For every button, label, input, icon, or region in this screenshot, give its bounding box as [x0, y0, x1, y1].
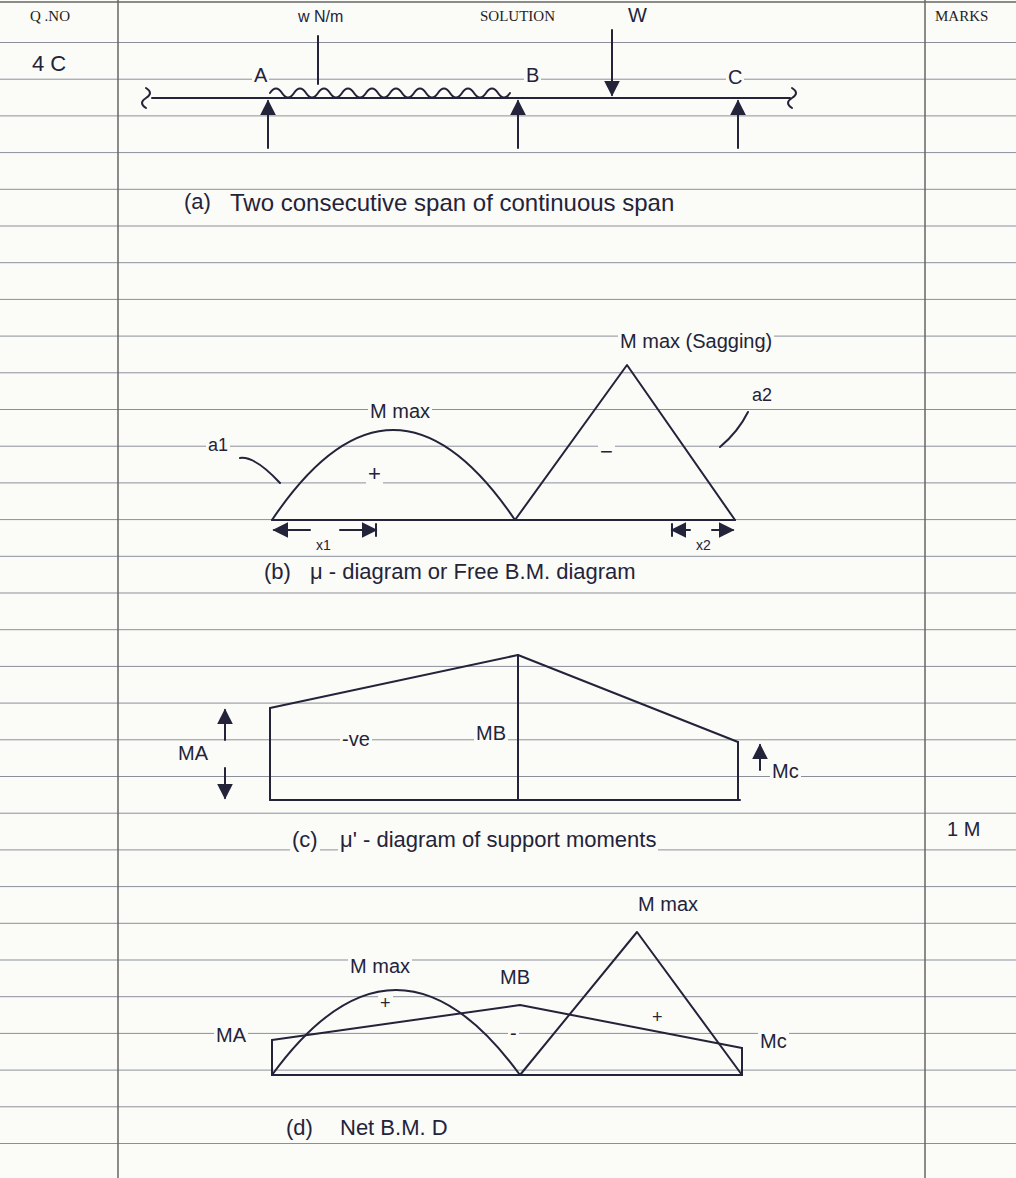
- moment-label: M max: [348, 955, 412, 977]
- header-cell: SOLUTION: [478, 8, 557, 25]
- sign-mark: -: [508, 1022, 519, 1044]
- header-cell: Q .NO: [28, 8, 72, 25]
- load-label: W: [626, 4, 649, 26]
- step-marker: (c): [290, 828, 320, 852]
- support-label: A: [252, 64, 269, 86]
- moment-label: MA: [214, 1024, 248, 1046]
- distance-label: x2: [694, 538, 713, 553]
- load-label: w N/m: [296, 8, 345, 26]
- diagram-caption: μ - diagram or Free B.M. diagram: [308, 560, 638, 584]
- marks-value: 1 M: [945, 818, 982, 840]
- moment-label: M max: [368, 400, 432, 422]
- step-marker: (d): [284, 1116, 315, 1140]
- moment-label: MB: [474, 722, 508, 744]
- moment-label: Mc: [770, 760, 801, 782]
- sign-mark: +: [650, 1008, 665, 1028]
- sign-mark: -ve: [340, 728, 372, 750]
- area-label: a1: [206, 436, 230, 456]
- sign-mark: +: [378, 994, 393, 1014]
- moment-label: MB: [498, 966, 532, 988]
- note-text: Two consecutive span of continuous span: [228, 190, 752, 216]
- area-label: a2: [750, 386, 774, 406]
- moment-label: Mc: [758, 1030, 789, 1052]
- step-marker: (b): [262, 560, 293, 584]
- support-label: B: [524, 64, 541, 86]
- diagram-caption: Net B.M. D: [338, 1116, 450, 1140]
- question-number: 4 C: [30, 52, 68, 76]
- header-cell: MARKS: [933, 8, 990, 25]
- support-label: C: [726, 66, 744, 88]
- distance-label: x1: [314, 538, 333, 553]
- sign-mark: +: [366, 462, 383, 486]
- moment-label: M max: [636, 893, 700, 915]
- moment-label: M max (Sagging): [618, 330, 774, 352]
- step-marker: (a): [182, 190, 213, 214]
- diagram-caption: μ' - diagram of support moments: [338, 828, 658, 852]
- moment-label: MA: [176, 742, 210, 764]
- sign-mark: −: [598, 440, 615, 464]
